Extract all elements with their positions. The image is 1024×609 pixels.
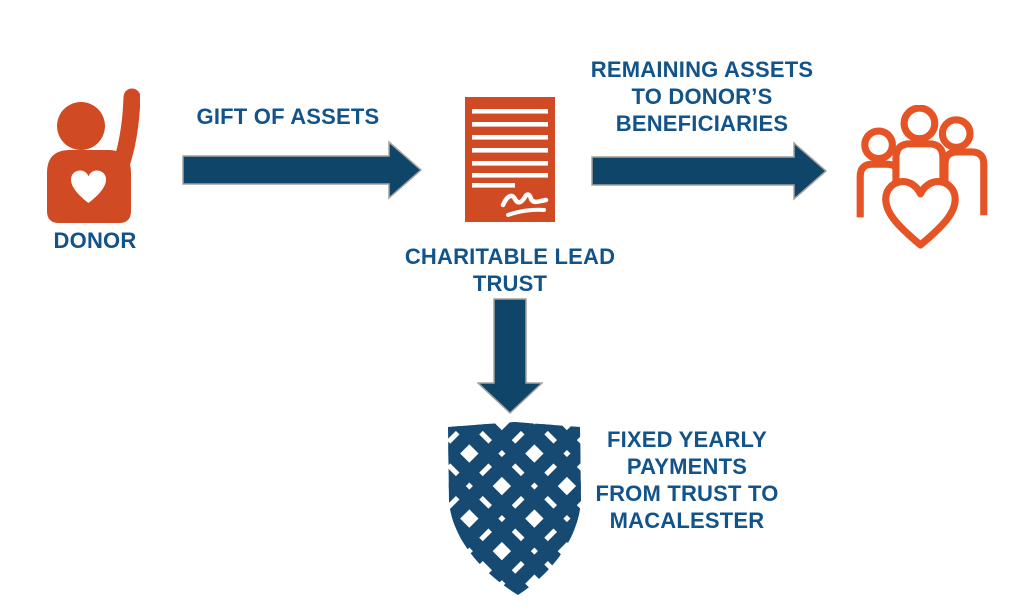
donor-label: DONOR [53, 228, 137, 253]
payments-arrow-down-icon [477, 298, 543, 415]
heart-cutout [71, 170, 106, 203]
remaining-assets-label: REMAINING ASSETS TO DONOR’S BENEFICIARIE… [590, 57, 814, 136]
remaining-assets-arrow-right-icon [591, 141, 828, 201]
family-heart [882, 178, 959, 249]
signed-document-icon [465, 97, 555, 222]
donor-person-heart-icon [47, 88, 140, 223]
family-with-heart-icon [856, 105, 988, 249]
signature-squiggle [500, 192, 549, 208]
gift-arrow-right-icon [182, 140, 423, 200]
gift-of-assets-label: GIFT OF ASSETS [196, 104, 380, 129]
macalester-tartan-shield-logo [448, 422, 581, 595]
fixed-yearly-payments-label: FIXED YEARLY PAYMENTS FROM TRUST TO MACA… [595, 427, 779, 533]
charitable-lead-trust-label: CHARITABLE LEAD TRUST [404, 244, 616, 296]
